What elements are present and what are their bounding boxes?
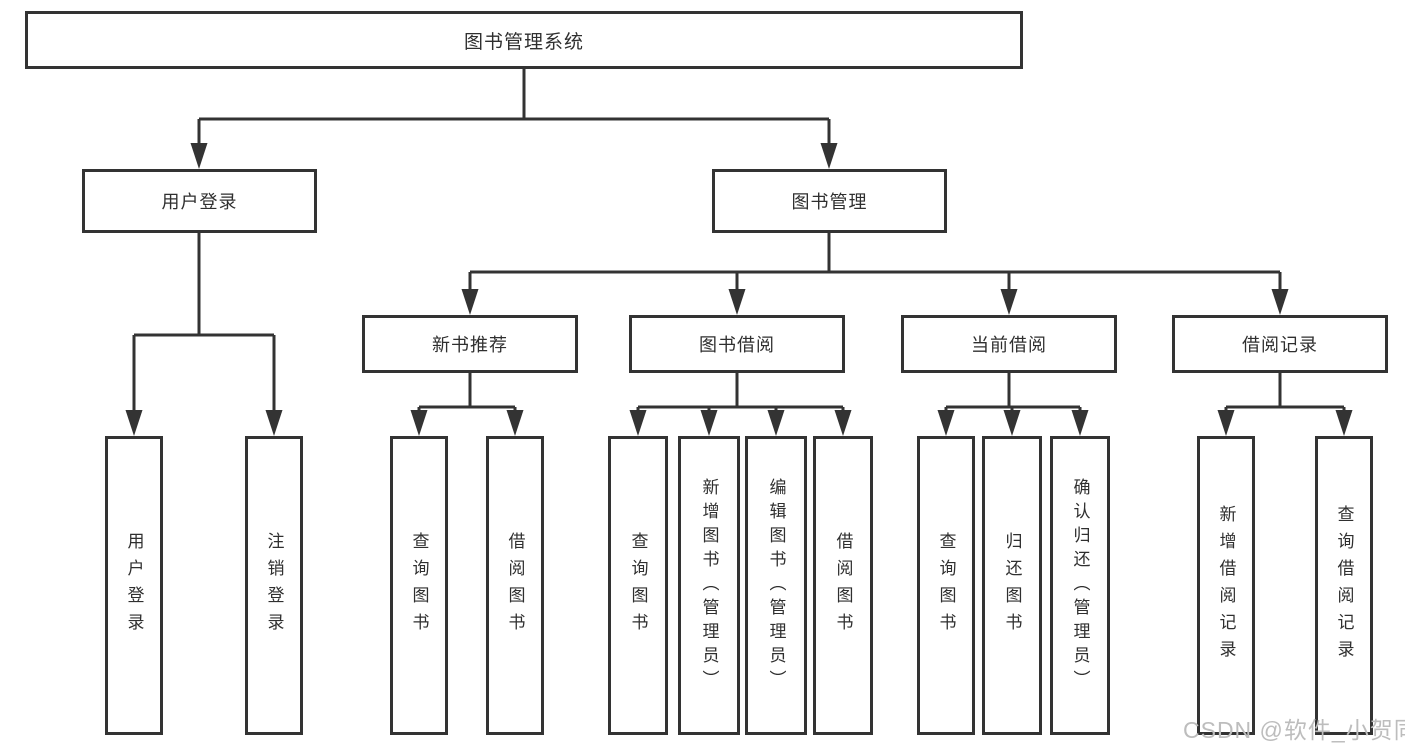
node-book-borrow: 图书借阅 bbox=[629, 315, 845, 373]
arrowhead-down-icon bbox=[461, 289, 479, 315]
connector-book-management-to-level3 bbox=[461, 233, 1289, 315]
arrowhead-down-icon bbox=[728, 289, 746, 315]
arrowhead-down-icon bbox=[265, 410, 283, 436]
leaf-label: 编辑图书（管理员） bbox=[766, 477, 786, 694]
arrowhead-down-icon bbox=[767, 410, 785, 436]
arrowhead-down-icon bbox=[190, 143, 208, 169]
leaf-label: 新增图书（管理员） bbox=[699, 477, 719, 694]
leaf-borrow-add-book-admin: 新增图书（管理员） bbox=[678, 436, 740, 735]
leaf-borrow-edit-book-admin: 编辑图书（管理员） bbox=[745, 436, 807, 735]
leaf-record-query-record: 查询借阅记录 bbox=[1315, 436, 1373, 735]
leaf-label: 归还图书 bbox=[1002, 531, 1022, 640]
arrowhead-down-icon bbox=[1000, 289, 1018, 315]
connector-root-to-level2 bbox=[190, 69, 838, 169]
arrowhead-down-icon bbox=[1335, 410, 1353, 436]
leaf-label: 注销登录 bbox=[264, 531, 284, 640]
arrowhead-down-icon bbox=[125, 410, 143, 436]
leaf-label: 查询图书 bbox=[936, 531, 956, 640]
leaf-label: 新增借阅记录 bbox=[1216, 504, 1236, 667]
node-current-borrow: 当前借阅 bbox=[901, 315, 1117, 373]
leaf-label: 借阅图书 bbox=[833, 531, 853, 640]
node-new-book-recommend: 新书推荐 bbox=[362, 315, 578, 373]
leaf-user-login: 用户登录 bbox=[105, 436, 163, 735]
node-borrow-record: 借阅记录 bbox=[1172, 315, 1388, 373]
arrowhead-down-icon bbox=[700, 410, 718, 436]
connector-user-login-to-leaves bbox=[125, 233, 283, 436]
arrowhead-down-icon bbox=[937, 410, 955, 436]
arrowhead-down-icon bbox=[1217, 410, 1235, 436]
leaf-current-return-book: 归还图书 bbox=[982, 436, 1042, 735]
arrowhead-down-icon bbox=[629, 410, 647, 436]
leaf-label: 借阅图书 bbox=[505, 531, 525, 640]
connector-current-borrow-to-leaves bbox=[937, 373, 1089, 436]
leaf-record-add-record: 新增借阅记录 bbox=[1197, 436, 1255, 735]
node-book-management: 图书管理 bbox=[712, 169, 947, 233]
csdn-watermark: CSDN @软件_小贺同学 bbox=[1183, 717, 1405, 743]
connector-book-borrow-to-leaves bbox=[629, 373, 852, 436]
leaf-current-query-book: 查询图书 bbox=[917, 436, 975, 735]
connector-borrow-record-to-leaves bbox=[1217, 373, 1353, 436]
leaf-borrow-borrow-book: 借阅图书 bbox=[813, 436, 873, 735]
node-user-login: 用户登录 bbox=[82, 169, 317, 233]
arrowhead-down-icon bbox=[1003, 410, 1021, 436]
leaf-label: 查询借阅记录 bbox=[1334, 504, 1354, 667]
leaf-recommend-query-book: 查询图书 bbox=[390, 436, 448, 735]
leaf-logout-login: 注销登录 bbox=[245, 436, 303, 735]
arrowhead-down-icon bbox=[834, 410, 852, 436]
leaf-label: 确认归还（管理员） bbox=[1070, 477, 1090, 694]
arrowhead-down-icon bbox=[410, 410, 428, 436]
leaf-recommend-borrow-book: 借阅图书 bbox=[486, 436, 544, 735]
leaf-label: 查询图书 bbox=[409, 531, 429, 640]
leaf-label: 查询图书 bbox=[628, 531, 648, 640]
arrowhead-down-icon bbox=[1071, 410, 1089, 436]
connector-new-book-recommend-to-leaves bbox=[410, 373, 524, 436]
leaf-current-confirm-return-admin: 确认归还（管理员） bbox=[1050, 436, 1110, 735]
node-root: 图书管理系统 bbox=[25, 11, 1023, 69]
leaf-borrow-query-book: 查询图书 bbox=[608, 436, 668, 735]
arrowhead-down-icon bbox=[506, 410, 524, 436]
arrowhead-down-icon bbox=[1271, 289, 1289, 315]
arrowhead-down-icon bbox=[820, 143, 838, 169]
leaf-label: 用户登录 bbox=[124, 531, 144, 640]
